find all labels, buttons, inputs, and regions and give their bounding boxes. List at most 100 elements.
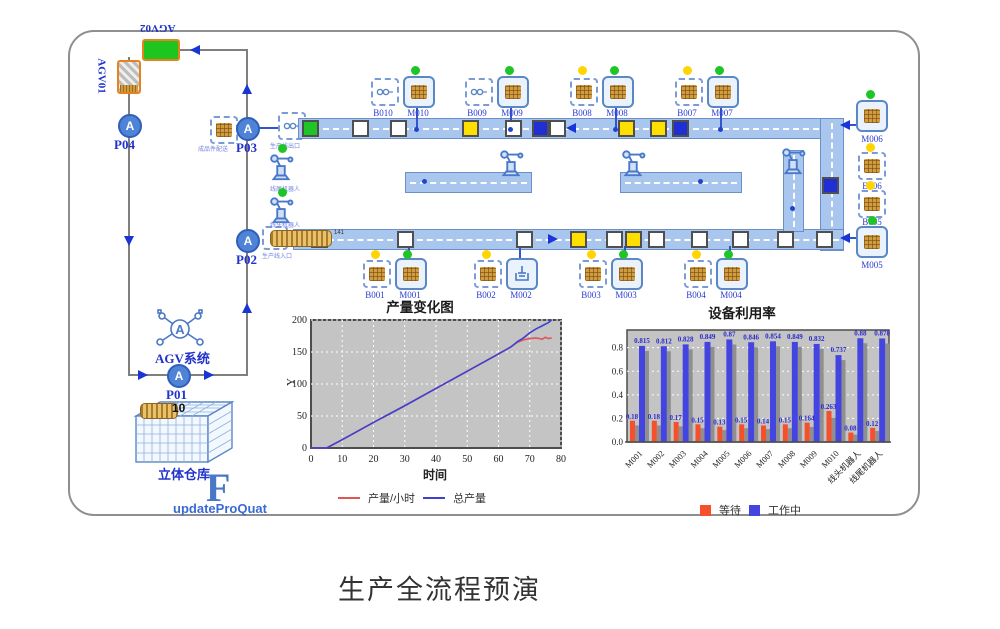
svg-text:0: 0	[309, 454, 314, 465]
buffer-status-dot	[482, 250, 491, 259]
workpiece	[732, 231, 749, 248]
workpiece	[397, 231, 414, 248]
pallet-icon	[216, 123, 232, 137]
buffer-slot[interactable]	[474, 260, 502, 288]
machine-label: M006	[861, 134, 883, 144]
buffer-slot[interactable]	[363, 260, 391, 288]
svg-text:100: 100	[292, 379, 307, 390]
machine-status-dot	[866, 90, 875, 99]
waypoint-p02[interactable]: A	[236, 229, 260, 253]
svg-text:M009: M009	[798, 448, 819, 469]
tail-robot-icon[interactable]	[266, 152, 296, 182]
delivery-station-slot[interactable]	[210, 116, 238, 144]
svg-text:0.878: 0.878	[874, 329, 890, 337]
buffer-status-dot	[692, 250, 701, 259]
lift-robot-icon[interactable]	[776, 146, 810, 176]
svg-text:0.15: 0.15	[779, 416, 792, 424]
svg-text:50: 50	[462, 454, 472, 465]
conveyor-robot-icon[interactable]	[616, 148, 650, 178]
agv01-vehicle[interactable]	[117, 60, 141, 94]
svg-text:60: 60	[494, 454, 504, 465]
svg-text:0.828: 0.828	[678, 335, 694, 343]
machine-icon[interactable]	[856, 100, 888, 132]
conveyor-mid-left	[405, 172, 532, 193]
pallet-stock-icon	[140, 403, 178, 419]
buffer-slot[interactable]	[371, 78, 399, 106]
flow-arrow-right-icon	[204, 370, 214, 380]
station-b008-m008: B008 M008	[570, 66, 642, 122]
station-b004-m004: B004 M004	[684, 250, 756, 306]
agv-system-icon[interactable]: A	[150, 308, 210, 350]
station-b001-m001: B001 M001	[363, 250, 435, 306]
line-entry-label: 生产线入口	[262, 254, 293, 260]
workpiece	[648, 231, 665, 248]
link-icon	[376, 88, 393, 96]
machine-label: M004	[720, 290, 742, 300]
workpiece	[625, 231, 642, 248]
machine-icon[interactable]	[611, 258, 643, 290]
feed-screw-icon	[270, 230, 332, 247]
svg-text:0.6: 0.6	[612, 366, 624, 376]
buffer-slot[interactable]	[675, 78, 703, 106]
workpiece	[505, 120, 522, 137]
agv02-vehicle[interactable]	[142, 39, 180, 61]
svg-text:0.18: 0.18	[626, 413, 639, 421]
svg-text:M008: M008	[776, 448, 797, 469]
buffer-slot[interactable]	[858, 152, 886, 180]
svg-text:0: 0	[302, 443, 307, 454]
workpiece	[777, 231, 794, 248]
waypoint-p02-label: P02	[236, 252, 257, 267]
station-b010-m010: B010 M010	[371, 66, 443, 122]
buffer-slot[interactable]	[465, 78, 493, 106]
machine-icon[interactable]	[506, 258, 538, 290]
buffer-status-dot	[587, 250, 596, 259]
machine-status-dot	[610, 66, 619, 75]
head-robot-status-dot	[278, 188, 287, 197]
machine-label: M007	[711, 108, 733, 118]
utilization-bar-chart[interactable]: 0.00.20.40.60.80.180.815M0010.180.812M00…	[597, 318, 907, 504]
machine-icon[interactable]	[497, 76, 529, 108]
svg-text:0.2: 0.2	[612, 413, 623, 423]
series-swatch-blue	[423, 497, 446, 499]
buffer-slot[interactable]	[579, 260, 607, 288]
station-b003-m003: B003 M003	[579, 250, 651, 306]
waypoint-p01[interactable]: A	[167, 364, 191, 388]
conveyor-robot-icon[interactable]	[494, 148, 528, 178]
machine-icon[interactable]	[856, 226, 888, 258]
workpiece	[618, 120, 635, 137]
machine-icon[interactable]	[602, 76, 634, 108]
svg-text:0.18: 0.18	[648, 413, 661, 421]
svg-text:0.846: 0.846	[743, 333, 759, 341]
svg-text:70: 70	[525, 454, 535, 465]
waypoint-p01-label: P01	[166, 387, 187, 402]
buffer-slot[interactable]	[684, 260, 712, 288]
buffer-slot[interactable]	[570, 78, 598, 106]
waypoint-p03[interactable]: A	[236, 117, 260, 141]
warehouse-icon[interactable]	[130, 396, 234, 468]
flow-arrow-down-icon	[124, 236, 134, 246]
svg-text:0.0: 0.0	[612, 437, 624, 447]
head-robot-icon[interactable]	[266, 195, 296, 225]
svg-text:M002: M002	[645, 448, 666, 469]
flow-arrow-left-icon	[566, 123, 576, 133]
workpiece	[691, 231, 708, 248]
workpiece	[570, 231, 587, 248]
workpiece	[822, 177, 839, 194]
svg-text:0.17: 0.17	[670, 414, 683, 422]
machine-icon[interactable]	[716, 258, 748, 290]
workpiece	[816, 231, 833, 248]
machine-icon[interactable]	[395, 258, 427, 290]
agv-system-label: AGV系统	[155, 351, 210, 366]
conveyor-mid-right	[620, 172, 742, 193]
waypoint-p04[interactable]: A	[118, 114, 142, 138]
machine-icon[interactable]	[707, 76, 739, 108]
svg-text:0.832: 0.832	[809, 335, 825, 343]
svg-text:0.87: 0.87	[723, 330, 736, 338]
bar-chart-legend: 等待 工作中	[700, 502, 801, 518]
flow-arrow-up-icon	[242, 303, 252, 313]
delivery-station-label: 成品件配送	[198, 147, 229, 153]
svg-text:0.12: 0.12	[866, 420, 879, 428]
machine-icon[interactable]	[403, 76, 435, 108]
bar-chart-title: 设备利用率	[708, 306, 776, 321]
